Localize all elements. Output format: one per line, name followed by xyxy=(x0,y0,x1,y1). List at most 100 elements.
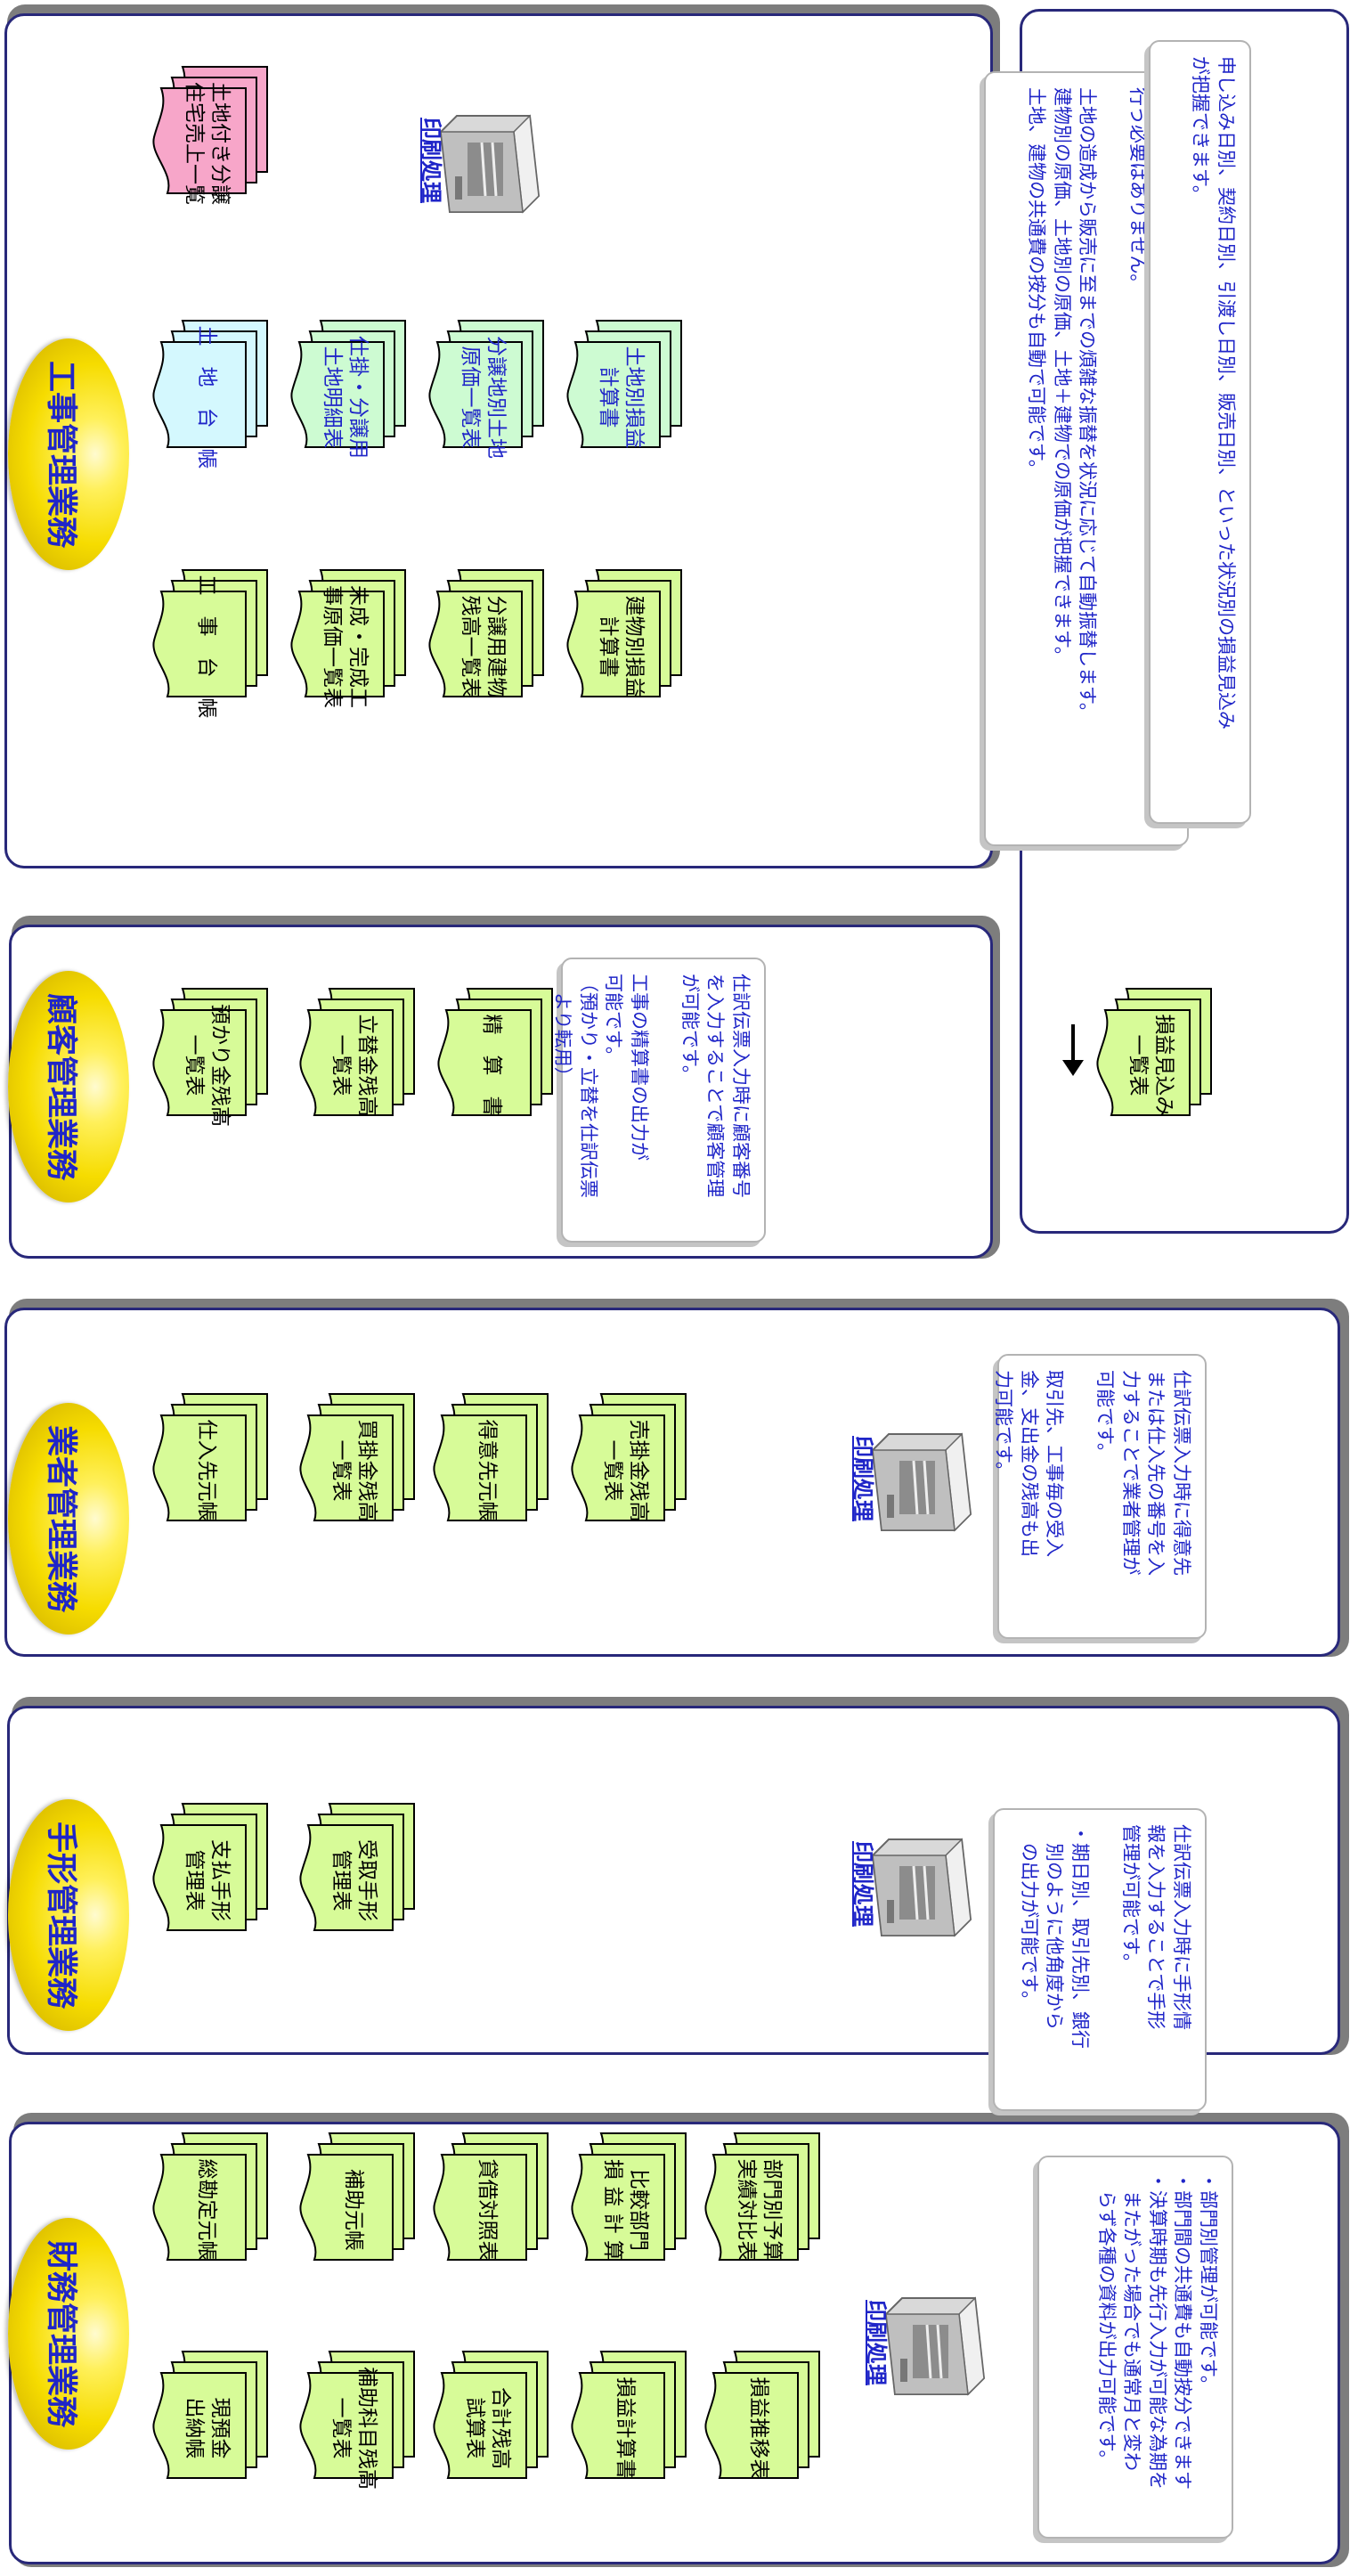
finance-doc-0: 総勘定元帳 xyxy=(151,2132,268,2262)
supplier-title-badge: 業者管理業務 xyxy=(8,1403,129,1634)
supplier-title: 業者管理業務 xyxy=(43,1424,78,1612)
document-label: 比較部門 損 益 計 算 xyxy=(601,2159,650,2261)
profit-note: 申し込み日別、契約日別、引渡し日別、販売日別、といった状況別の損益見込み が把握… xyxy=(1149,40,1251,824)
document-label: 土地別損益 計算書 xyxy=(597,346,646,449)
construction-land-doc-0: 土 地 台 帳 xyxy=(151,320,268,469)
document-label: 土 地 台 帳 xyxy=(195,325,219,469)
document-stack-icon xyxy=(152,988,268,1116)
document-stack-icon xyxy=(704,2351,820,2479)
document-stack-icon xyxy=(290,320,406,448)
document-label: 未成・完成工 事原価一覧表 xyxy=(321,585,370,708)
finance-doc-2: 補助元帳 xyxy=(298,2132,415,2262)
document-stack-icon xyxy=(433,2132,549,2261)
document-label: 建物別損益 計算書 xyxy=(597,595,646,698)
document-label: 買掛金残高 一覧表 xyxy=(329,1419,378,1522)
document-stack-icon xyxy=(299,988,415,1116)
document-stack-icon xyxy=(299,2351,415,2479)
finance-doc-1: 現預金 出納帳 xyxy=(151,2351,268,2481)
document-label: 損益推移表 xyxy=(747,2376,771,2480)
document-stack-icon xyxy=(152,569,268,697)
bills-print[interactable]: 印刷処理 xyxy=(846,1822,980,1946)
document-stack-icon xyxy=(566,320,682,448)
supplier-doc-1: 買掛金残高 一覧表 xyxy=(298,1393,415,1523)
customer-doc-2: 精 算 書 xyxy=(436,988,553,1118)
bills-title-badge: 手形管理業務 xyxy=(8,1799,129,2031)
document-label: 分譲用建物 残高一覧表 xyxy=(459,595,508,698)
document-label: 得意先元帳 xyxy=(476,1419,500,1522)
document-label: 工 事 台 帳 xyxy=(195,575,219,719)
document-label: 損益計算書 xyxy=(614,2376,638,2480)
printer-icon xyxy=(871,1432,972,1532)
document-stack-icon xyxy=(152,1393,268,1521)
document-stack-icon xyxy=(704,2132,820,2261)
supplier-doc-3: 売掛金残高 一覧表 xyxy=(570,1393,687,1523)
document-label: 土地付き分譲 住宅売上一覧 xyxy=(183,82,232,205)
customer-doc-1: 立替金残高 一覧表 xyxy=(298,988,415,1118)
document-stack-icon xyxy=(152,2132,268,2261)
construction-land-doc-1: 仕掛・分譲用 土地明細表 xyxy=(289,320,406,459)
construction-land-doc-2: 分譲地別土地 原価一覧表 xyxy=(427,320,544,459)
customer-title-badge: 顧客管理業務 xyxy=(8,971,129,1202)
document-label: 総勘定元帳 xyxy=(195,2158,219,2262)
arrow-right-icon xyxy=(1055,1024,1091,1078)
construction-building-doc-0: 工 事 台 帳 xyxy=(151,569,268,719)
print-process-label[interactable]: 印刷処理 xyxy=(850,1841,875,1927)
document-stack-icon xyxy=(437,988,553,1116)
finance-doc-9: 損益推移表 xyxy=(703,2351,820,2481)
document-label: 補助科目残高 一覧表 xyxy=(329,2367,378,2490)
customer-title: 顧客管理業務 xyxy=(43,992,78,1180)
construction-land-doc-3: 土地別損益 計算書 xyxy=(565,320,682,450)
document-label: 仕掛・分譲用 土地明細表 xyxy=(321,336,370,459)
document-label: 部門別予算 実績対比表 xyxy=(735,2158,784,2262)
document-label: 立替金残高 一覧表 xyxy=(329,1014,378,1117)
document-stack-icon xyxy=(571,2132,687,2261)
customer-note: 仕訳伝票入力時に顧客番号 を入力することで顧客管理 が可能です。 工事の精算書の… xyxy=(552,958,766,1243)
construction-print[interactable]: 印刷処理 xyxy=(414,98,548,223)
finance-doc-6: 比較部門 損 益 計 算 xyxy=(570,2132,687,2262)
document-stack-icon xyxy=(152,1803,268,1931)
document-label: 貸借対照表 xyxy=(476,2158,500,2262)
bills-doc-1: 受取手形 管理表 xyxy=(298,1803,415,1933)
print-process-label[interactable]: 印刷処理 xyxy=(850,1436,875,1521)
finance-doc-8: 部門別予算 実績対比表 xyxy=(703,2132,820,2262)
finance-doc-4: 貸借対照表 xyxy=(432,2132,549,2262)
document-stack-icon xyxy=(152,66,268,194)
printer-icon xyxy=(871,1838,972,1937)
printer-icon xyxy=(439,114,541,214)
document-stack-icon xyxy=(571,2351,687,2479)
document-stack-icon xyxy=(299,1393,415,1521)
supplier-doc-0: 仕入先元帳 xyxy=(151,1393,268,1523)
construction-building-doc-3: 建物別損益 計算書 xyxy=(565,569,682,699)
document-stack-icon xyxy=(428,320,544,448)
finance-doc-7: 損益計算書 xyxy=(570,2351,687,2481)
document-label: 補助元帳 xyxy=(342,2169,366,2251)
document-label: 預かり金残高 一覧表 xyxy=(183,1004,232,1127)
printer-icon xyxy=(884,2296,986,2396)
document-stack-icon xyxy=(433,1393,549,1521)
construction-building-doc-2: 分譲用建物 残高一覧表 xyxy=(427,569,544,699)
finance-print[interactable]: 印刷処理 xyxy=(859,2280,993,2405)
print-process-label[interactable]: 印刷処理 xyxy=(419,118,443,203)
document-label: 受取手形 管理表 xyxy=(329,1839,378,1921)
supplier-note: 仕訳伝票入力時に得意先 または仕入先の番号を入 力することで業者管理が 可能です… xyxy=(993,1354,1207,1639)
bills-note: 仕訳伝票入力時に手形情 報を入力することで手形 管理が可能です。 ・期日別、取引… xyxy=(993,1808,1207,2111)
finance-doc-5: 合計残高 試算表 xyxy=(432,2351,549,2481)
document-stack-icon xyxy=(566,569,682,697)
supplier-print[interactable]: 印刷処理 xyxy=(846,1416,980,1541)
print-process-label[interactable]: 印刷処理 xyxy=(864,2300,889,2385)
document-stack-icon xyxy=(299,2132,415,2261)
construction-building-doc-1: 未成・完成工 事原価一覧表 xyxy=(289,569,406,708)
construction-sales-doc-0: 土地付き分譲 住宅売上一覧 xyxy=(151,66,268,205)
document-stack-icon xyxy=(152,2351,268,2479)
finance-note: ・部門別管理が可能です。 ・部門間の共通費も自動按分できます ・決算時期も先行入… xyxy=(1037,2156,1233,2539)
document-label: 売掛金残高 一覧表 xyxy=(601,1419,650,1522)
finance-title-badge: 財務管理業務 xyxy=(8,2218,129,2450)
customer-doc-0: 預かり金残高 一覧表 xyxy=(151,988,268,1127)
profit-doc-0: 損益見込み 一覧表 xyxy=(1095,988,1212,1118)
construction-title: 工事管理業務 xyxy=(43,360,78,548)
document-label: 損益見込み 一覧表 xyxy=(1126,1014,1175,1117)
finance-title: 財務管理業務 xyxy=(43,2239,78,2427)
finance-doc-3: 補助科目残高 一覧表 xyxy=(298,2351,415,2490)
document-label: 合計残高 試算表 xyxy=(463,2387,512,2469)
bills-doc-0: 支払手形 管理表 xyxy=(151,1803,268,1933)
